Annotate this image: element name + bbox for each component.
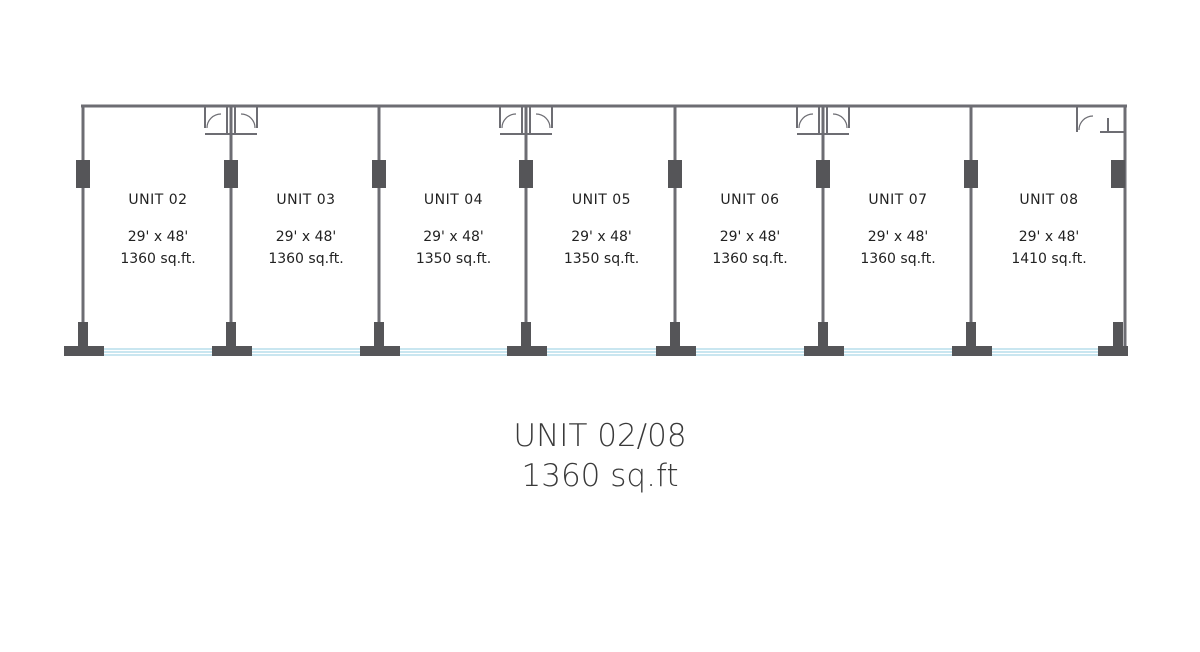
unit-labels: UNIT 02 29' x 48' 1360 sq.ft. UNIT 03 29' x … [120,192,1086,267]
door-unit-08 [1076,106,1125,133]
unit-dims: 29' x 48' [1019,229,1080,245]
column-base-2 [360,346,400,356]
unit-name: UNIT 04 [424,192,483,208]
door-08-arc [1078,115,1094,131]
column-lower-3 [521,322,531,346]
walls [81,104,1127,346]
door-pair-1-arc-right [240,113,256,129]
column-lower-0 [78,322,88,346]
unit-area: 1410 sq.ft. [1011,251,1086,267]
column-upper-1 [224,160,238,188]
column-base-6 [952,346,992,356]
column-lower-5 [818,322,828,346]
column-base-3 [507,346,547,356]
column-lower-4 [670,322,680,346]
unit-area: 1350 sq.ft. [416,251,491,267]
column-upper-3 [519,160,533,188]
columns [64,160,1128,356]
unit-area: 1350 sq.ft. [564,251,639,267]
unit-name: UNIT 07 [868,192,927,208]
door-pair-3-arc-left [798,113,814,129]
door-pair-1 [204,106,258,135]
column-lower-2 [374,322,384,346]
column-base-5 [804,346,844,356]
unit-name: UNIT 03 [276,192,335,208]
column-base-0 [64,346,104,356]
unit-area: 1360 sq.ft. [860,251,935,267]
column-upper-6 [964,160,978,188]
column-upper-7 [1111,160,1125,188]
column-base-1 [212,346,252,356]
door-pair-3-arc-right [832,113,848,129]
door-pair-3 [796,106,850,135]
column-lower-1 [226,322,236,346]
unit-area: 1360 sq.ft. [268,251,343,267]
unit-name: UNIT 02 [128,192,187,208]
column-upper-0 [76,160,90,188]
door-pair-2 [499,106,553,135]
unit-dims: 29' x 48' [128,229,189,245]
plan-area: 1360 sq.ft [521,458,679,494]
unit-dims: 29' x 48' [276,229,337,245]
column-upper-4 [668,160,682,188]
door-pair-2-arc-left [501,113,517,129]
column-base-4 [656,346,696,356]
unit-dims: 29' x 48' [868,229,929,245]
unit-area: 1360 sq.ft. [120,251,195,267]
column-upper-2 [372,160,386,188]
unit-name: UNIT 06 [720,192,779,208]
column-lower-7 [1113,322,1123,346]
door-pair-1-arc-left [206,113,222,129]
storefront-glazing [104,348,1098,356]
unit-area: 1360 sq.ft. [712,251,787,267]
column-lower-6 [966,322,976,346]
unit-dims: 29' x 48' [720,229,781,245]
column-upper-5 [816,160,830,188]
door-pair-2-arc-right [535,113,551,129]
unit-name: UNIT 08 [1019,192,1078,208]
plan-title: UNIT 02/08 [513,418,687,454]
doors [204,106,1125,135]
unit-dims: 29' x 48' [423,229,484,245]
unit-name: UNIT 05 [572,192,631,208]
column-base-7 [1098,346,1128,356]
unit-dims: 29' x 48' [571,229,632,245]
